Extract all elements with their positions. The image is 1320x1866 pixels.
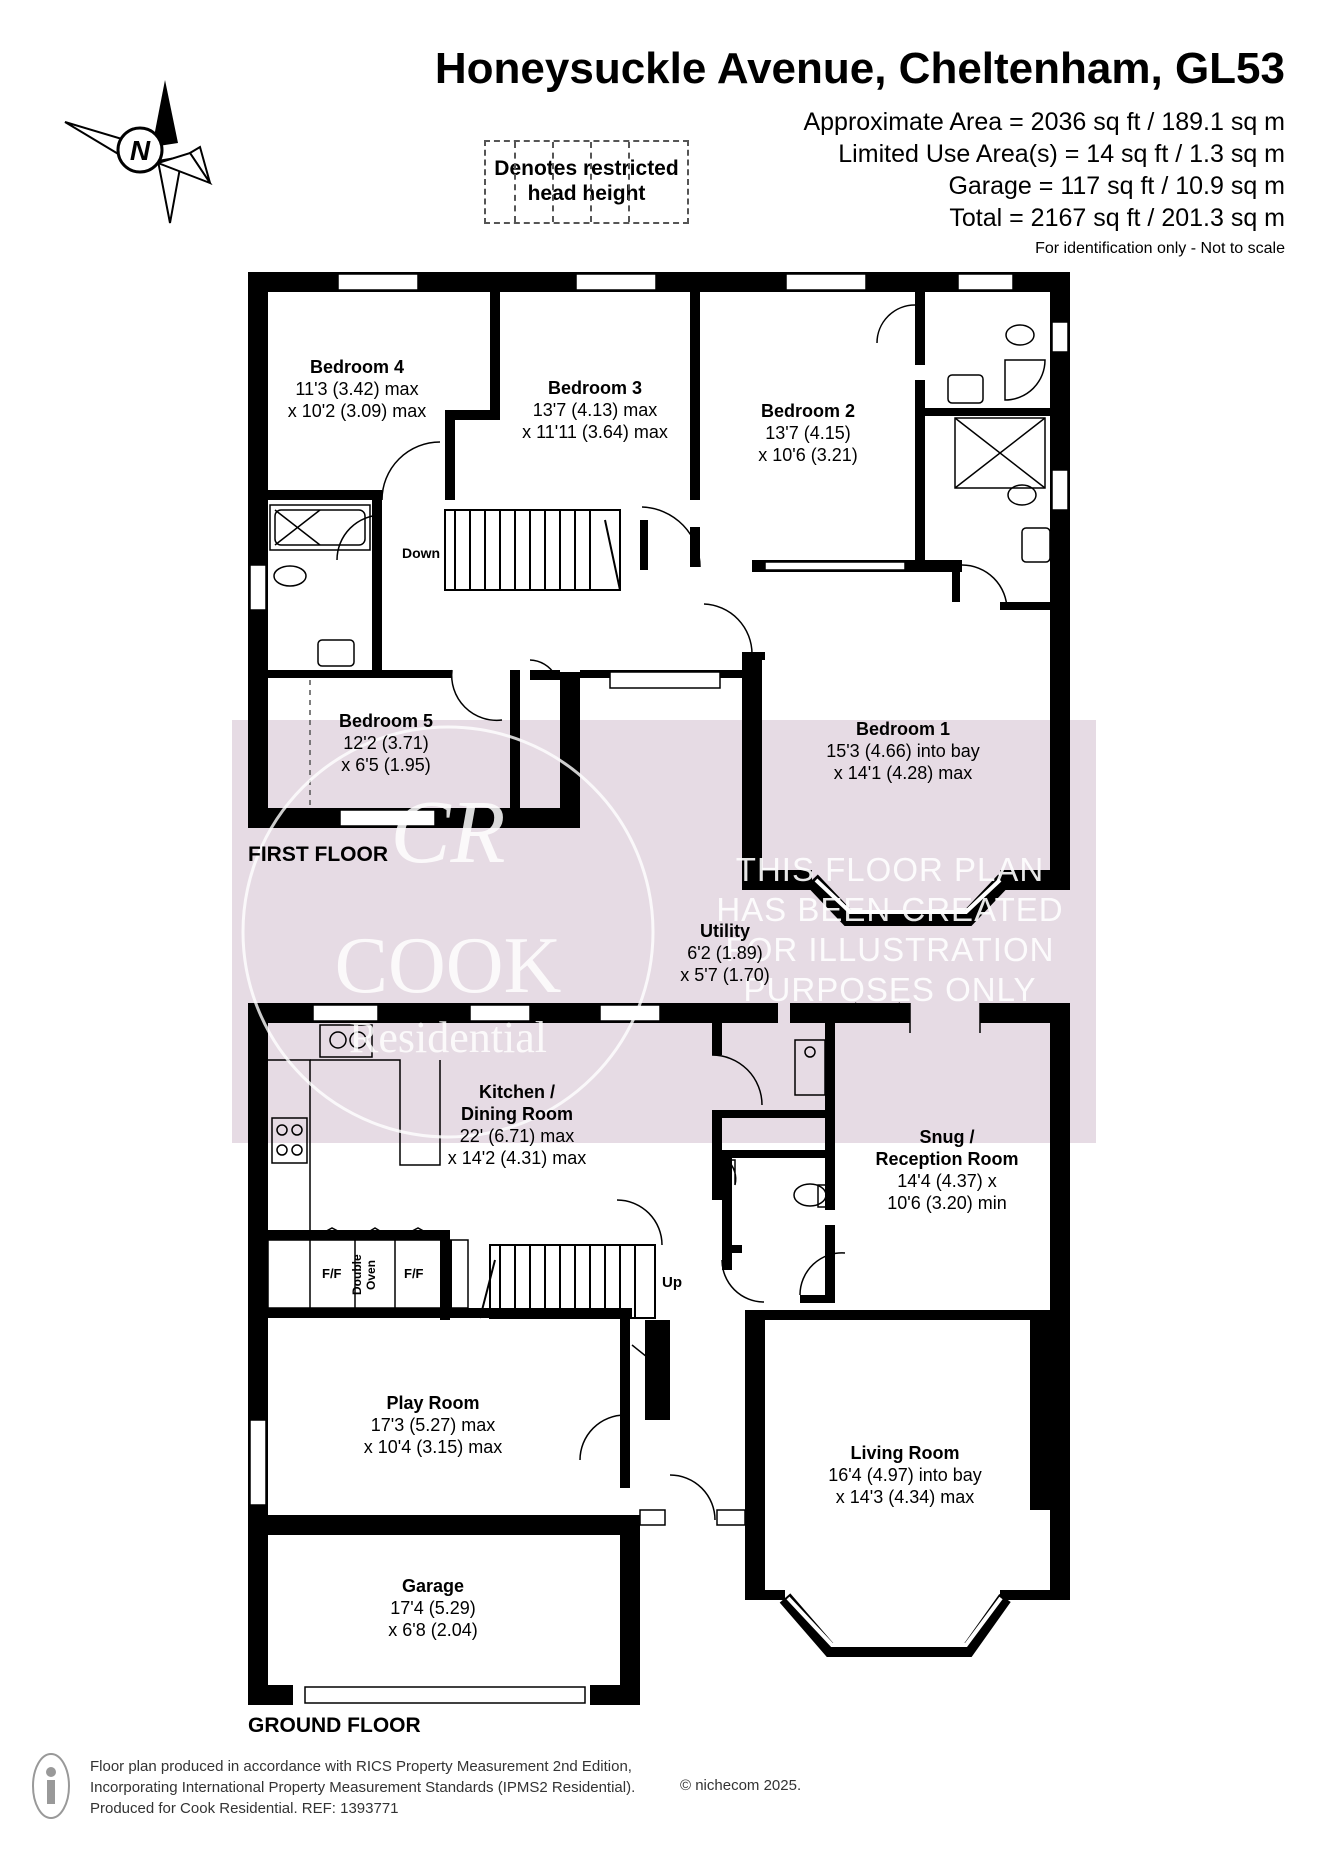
approx-area: Approximate Area = 2036 sq ft / 189.1 sq… xyxy=(803,108,1285,136)
compass-icon: N xyxy=(64,80,213,224)
footer-line-2: Incorporating International Property Mea… xyxy=(90,1779,636,1796)
legend-dash-line xyxy=(590,142,592,222)
room-bedroom-3: Bedroom 3 13'7 (4.13) max x 11'11 (3.64)… xyxy=(522,377,668,443)
room-dimension: x 5'7 (1.70) xyxy=(680,965,770,985)
room-dimension: x 10'6 (3.21) xyxy=(758,445,858,465)
watermark-line-4: PURPOSES ONLY xyxy=(743,971,1037,1008)
room-name: Utility xyxy=(699,921,751,941)
room-dimension: 14'4 (4.37) x xyxy=(897,1171,997,1191)
ground-floor-label: GROUND FLOOR xyxy=(248,1714,421,1737)
legend-dash-line xyxy=(628,142,630,222)
fridge-freezer-label: F/F xyxy=(322,1266,342,1281)
room-name: Play Room xyxy=(386,1393,480,1413)
living-room-bay-window xyxy=(779,1593,1011,1657)
room-dimension: x 14'1 (4.28) max xyxy=(833,763,973,783)
watermark-line-2: HAS BEEN CREATED xyxy=(716,891,1064,928)
room-dimension: 16'4 (4.97) into bay xyxy=(828,1465,982,1485)
room-dimension: 6'2 (1.89) xyxy=(687,943,763,963)
restricted-height-legend: Denotes restricted head height xyxy=(484,140,689,224)
room-dimension: x 10'4 (3.15) max xyxy=(363,1437,503,1457)
room-name: Dining Room xyxy=(461,1104,573,1124)
watermark-line-3: FOR ILLUSTRATION xyxy=(725,931,1055,968)
room-dimension: 13'7 (4.15) xyxy=(765,423,851,443)
watermark-brand: COOK xyxy=(335,922,562,1010)
legend-dash-line xyxy=(514,142,516,222)
fridge-freezer-label: F/F xyxy=(404,1266,424,1281)
room-dimension: x 6'8 (2.04) xyxy=(388,1620,478,1640)
room-bedroom-2: Bedroom 2 13'7 (4.15) x 10'6 (3.21) xyxy=(758,400,858,466)
page-title: Honeysuckle Avenue, Cheltenham, GL53 xyxy=(434,44,1285,93)
room-name: Reception Room xyxy=(875,1149,1019,1169)
limited-use-area: Limited Use Area(s) = 14 sq ft / 1.3 sq … xyxy=(838,140,1285,168)
room-name: Bedroom 1 xyxy=(855,719,951,739)
person-scale-icon xyxy=(32,1753,70,1819)
watermark-line-1: THIS FLOOR PLAN xyxy=(735,851,1045,888)
ground-floor-door-swings xyxy=(579,1002,981,1521)
room-dimension: 22' (6.71) max xyxy=(459,1126,575,1146)
room-dimension: 15'3 (4.66) into bay xyxy=(826,741,980,761)
watermark-band xyxy=(232,720,1096,1143)
room-dimension: 17'3 (5.27) max xyxy=(370,1415,496,1435)
nichecom-brand: © nichecom 2025. xyxy=(680,1777,802,1794)
bedroom1-bay-window xyxy=(806,874,1010,926)
room-name: Kitchen / xyxy=(478,1082,555,1102)
footer-line-3: Produced for Cook Residential. REF: 1393… xyxy=(90,1800,399,1817)
first-floor-door-swings xyxy=(336,304,1008,722)
footer-line-1: Floor plan produced in accordance with R… xyxy=(90,1758,632,1775)
watermark-brand-2: Residential xyxy=(349,1013,547,1062)
room-garage: Garage 17'4 (5.29) x 6'8 (2.04) xyxy=(388,1575,477,1641)
room-kitchen-dining: Kitchen / Dining Room 22' (6.71) max x 1… xyxy=(448,1081,587,1169)
room-bedroom-4: Bedroom 4 11'3 (3.42) max x 10'2 (3.09) … xyxy=(288,356,427,422)
scale-note: For identification only - Not to scale xyxy=(1035,240,1285,257)
room-name: Bedroom 3 xyxy=(547,378,643,398)
footer-notes: Floor plan produced in accordance with R… xyxy=(90,1756,635,1819)
stairs-up-label: Up xyxy=(662,1274,682,1291)
watermark-disclaimer: THIS FLOOR PLAN HAS BEEN CREATED FOR ILL… xyxy=(690,850,1090,1010)
kitchen-units xyxy=(267,1024,826,1309)
room-name: Living Room xyxy=(850,1443,960,1463)
watermark-logo: CR COOK Residential xyxy=(241,725,655,1139)
ground-floor-stairs xyxy=(479,1244,656,1319)
legend-dash-line xyxy=(552,142,554,222)
room-dimension: x 6'5 (1.95) xyxy=(341,755,431,775)
garage-area: Garage = 117 sq ft / 10.9 sq m xyxy=(948,172,1285,200)
legend-line-2: head height xyxy=(527,182,646,205)
ground-floor-windows xyxy=(249,1004,746,1704)
room-snug-reception: Snug / Reception Room 14'4 (4.37) x 10'6… xyxy=(875,1126,1018,1214)
total-area: Total = 2167 sq ft / 201.3 sq m xyxy=(949,204,1285,232)
first-floor-stairs xyxy=(444,509,621,591)
area-summary: Approximate Area = 2036 sq ft / 189.1 sq… xyxy=(803,106,1285,264)
room-dimension: 11'3 (3.42) max xyxy=(295,379,419,399)
room-name: Snug / xyxy=(919,1127,975,1147)
room-bedroom-1: Bedroom 1 15'3 (4.66) into bay x 14'1 (4… xyxy=(826,718,980,784)
room-dimension: 12'2 (3.71) xyxy=(343,733,429,753)
oven-label-line-2: Oven xyxy=(364,1260,378,1291)
room-play-room: Play Room 17'3 (5.27) max x 10'4 (3.15) … xyxy=(364,1392,503,1458)
room-dimension: 10'6 (3.20) min xyxy=(887,1193,1007,1213)
ground-floor-fixtures xyxy=(724,1159,829,1208)
watermark-monogram: CR xyxy=(390,783,505,882)
compass-label: N xyxy=(130,135,151,166)
room-utility: Utility 6'2 (1.89) x 5'7 (1.70) xyxy=(680,920,769,986)
room-name: Bedroom 4 xyxy=(309,357,405,377)
oven-label-line-1: Double xyxy=(350,1254,364,1295)
room-dimension: x 11'11 (3.64) max xyxy=(522,422,668,442)
room-bedroom-5: Bedroom 5 12'2 (3.71) x 6'5 (1.95) xyxy=(339,710,433,776)
room-name: Garage xyxy=(401,1576,465,1596)
first-floor-fixtures xyxy=(269,324,1051,667)
stairs-down-label: Down xyxy=(402,545,441,561)
room-dimension: x 14'2 (4.31) max xyxy=(447,1148,587,1168)
room-dimension: 17'4 (5.29) xyxy=(390,1598,476,1618)
first-floor-windows xyxy=(249,273,1069,827)
room-living-room: Living Room 16'4 (4.97) into bay x 14'3 … xyxy=(828,1442,982,1508)
legend-line-1: Denotes restricted xyxy=(494,157,679,180)
room-name: Bedroom 2 xyxy=(760,401,856,421)
room-dimension: x 10'2 (3.09) max xyxy=(287,401,427,421)
double-oven-label: Double Oven xyxy=(350,1254,378,1295)
room-name: Bedroom 5 xyxy=(338,711,434,731)
room-dimension: 13'7 (4.13) max xyxy=(532,400,658,420)
first-floor-label: FIRST FLOOR xyxy=(248,843,388,866)
room-dimension: x 14'3 (4.34) max xyxy=(835,1487,975,1507)
